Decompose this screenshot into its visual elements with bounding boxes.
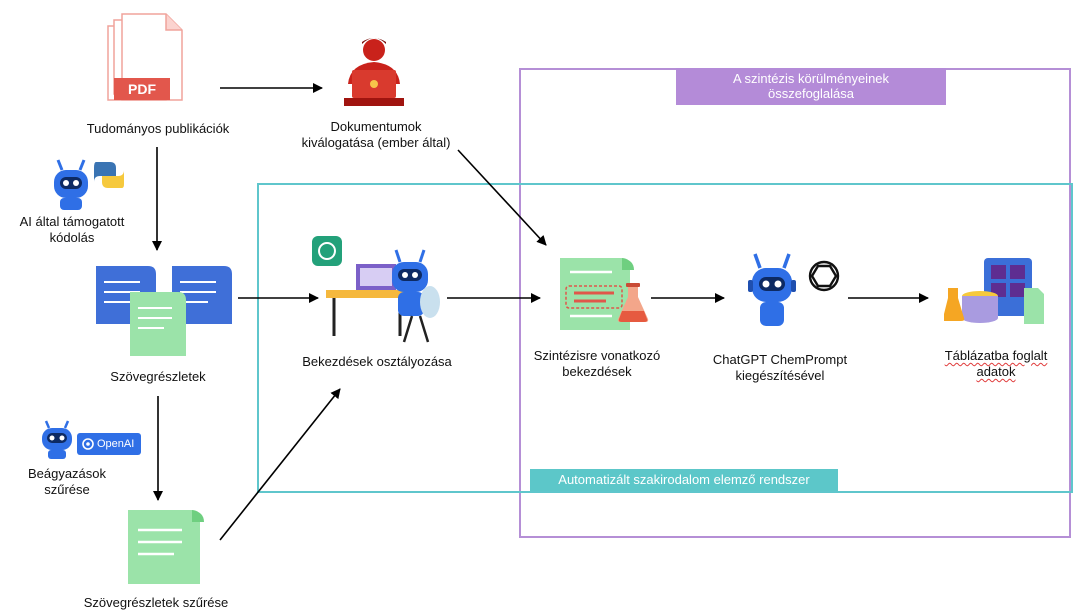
label-ai-coding: AI által támogatott kódolás [2,214,142,246]
label-doc-selection-line2: kiválogatása (ember által) [301,135,451,150]
robot-desk-chatgpt-icon [312,236,440,343]
openai-badge: OpenAI [77,433,141,455]
openai-badge-text: OpenAI [97,438,135,450]
label-synthesis-line1: Szintézisre vonatkozó [533,348,661,363]
label-synthesis-paragraphs: Szintézisre vonatkozó bekezdések [512,348,682,380]
summary-banner-line2: összefoglalása [768,86,854,101]
label-ai-coding-line2: kódolás [49,230,95,245]
synthesis-summary-banner: A szintézis körülményeinek összefoglalás… [676,68,946,105]
pdf-stack-icon [107,13,183,101]
label-chatgpt-chemprompt: ChatGPT ChemPrompt kiegészítésével [700,352,860,384]
label-doc-selection: Dokumentumok kiválogatása (ember által) [276,119,476,151]
automated-system-frame [257,183,1073,493]
automated-system-banner: Automatizált szakirodalom elemző rendsze… [530,469,838,491]
label-doc-selection-line1: Dokumentumok [330,119,422,134]
synthesis-scroll-icon [560,258,634,330]
openai-logo-icon [82,438,94,450]
label-ai-coding-line1: AI által támogatott [19,214,125,229]
robot-python-icon [54,159,124,210]
robot-openai-icon [42,420,72,459]
robot-chatgpt-icon [748,253,840,326]
pdf-badge: PDF [128,81,156,97]
label-tabulated-line2: adatok [976,364,1016,379]
label-tabulated-line1: Táblázatba foglalt [944,348,1048,363]
arrow-filter-to-classify [219,388,341,541]
filtered-scroll-icon [128,510,204,584]
label-segment-filtering: Szövegrészletek szűrése [83,595,229,610]
person-laptop-icon [344,38,404,106]
label-paragraph-classification: Bekezdések osztályozása [302,354,452,369]
label-chatgpt-line1: ChatGPT ChemPrompt [712,352,848,367]
label-embeddings-line1: Beágyazások [27,466,107,481]
label-chatgpt-line2: kiegészítésével [735,368,825,383]
label-tabulated-data: Táblázatba foglalt adatok [916,348,1075,380]
label-publications: Tudományos publikációk [86,121,230,136]
flask-icon [617,283,649,322]
label-embeddings-line2: szűrése [44,482,90,497]
label-synthesis-line2: bekezdések [562,364,632,379]
summary-banner-line1: A szintézis körülményeinek [732,71,890,86]
label-text-segments: Szövegrészletek [110,369,206,384]
document-scroll-icon [96,266,232,356]
arrow-selection-to-synthesis [457,149,547,246]
label-embeddings: Beágyazások szűrése [12,466,122,498]
database-table-icon [944,258,1044,324]
